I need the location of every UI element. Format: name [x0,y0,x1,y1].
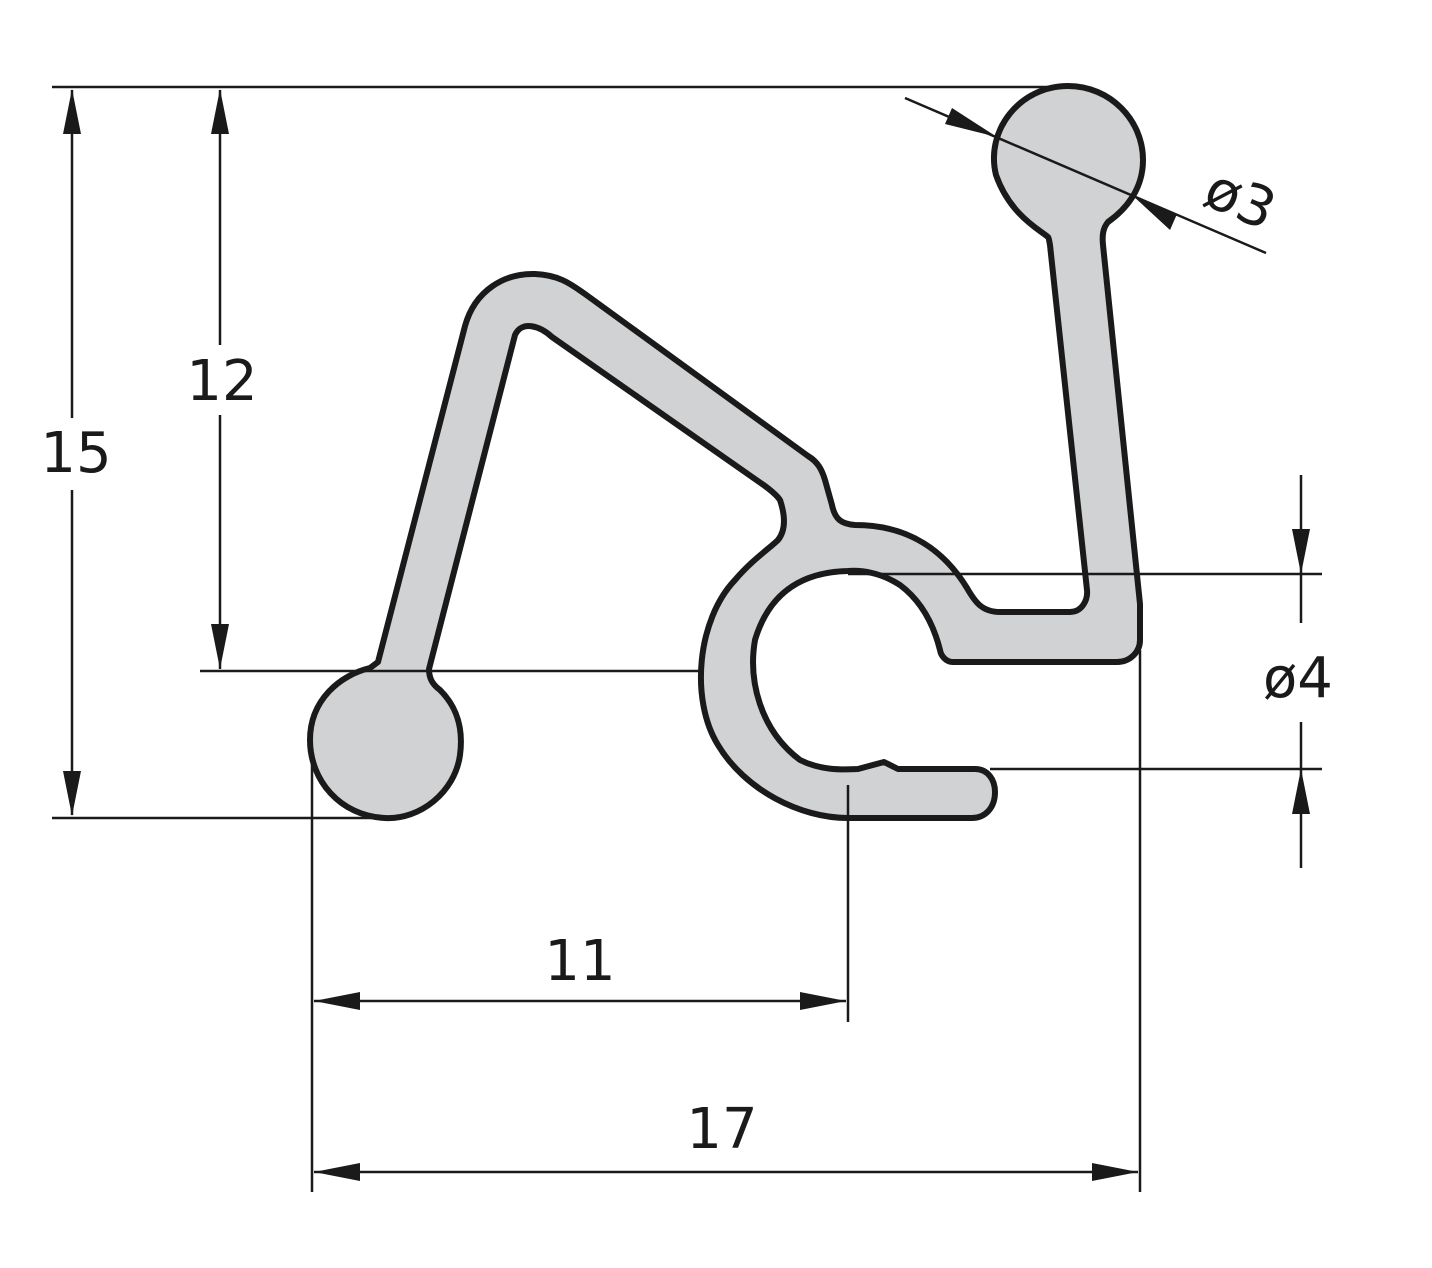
arrow-11-left [314,992,360,1010]
arrow-12-top [211,89,229,134]
dimension-diameter-top: ø3 [904,96,1285,255]
label-d4: ø4 [1263,646,1333,711]
dimension-width-center: 11 [314,929,846,1010]
label-15: 15 [40,421,111,486]
arrow-d4-bottom [1292,769,1310,814]
arrow-d3-right [1132,195,1177,230]
label-11: 11 [544,929,615,994]
profile-outline [307,83,1146,822]
arrow-15-top [63,89,81,134]
dimension-diameter-hole: ø4 [1263,475,1333,868]
dimension-height-total: 15 [40,89,112,816]
arrow-12-bottom [211,624,229,669]
dimension-height-center: 12 [186,89,258,669]
seal-profile [307,83,1146,822]
arrow-17-right [1092,1163,1138,1181]
arrow-11-right [800,992,846,1010]
label-12: 12 [186,349,257,414]
label-17: 17 [686,1097,757,1162]
arrow-17-left [314,1163,360,1181]
dimension-width-total: 17 [314,1097,1138,1181]
extension-lines [52,85,1322,1192]
arrow-d3-left [945,108,997,137]
label-d3: ø3 [1195,156,1285,243]
arrow-15-bottom [63,771,81,816]
arrow-d4-top [1292,529,1310,574]
